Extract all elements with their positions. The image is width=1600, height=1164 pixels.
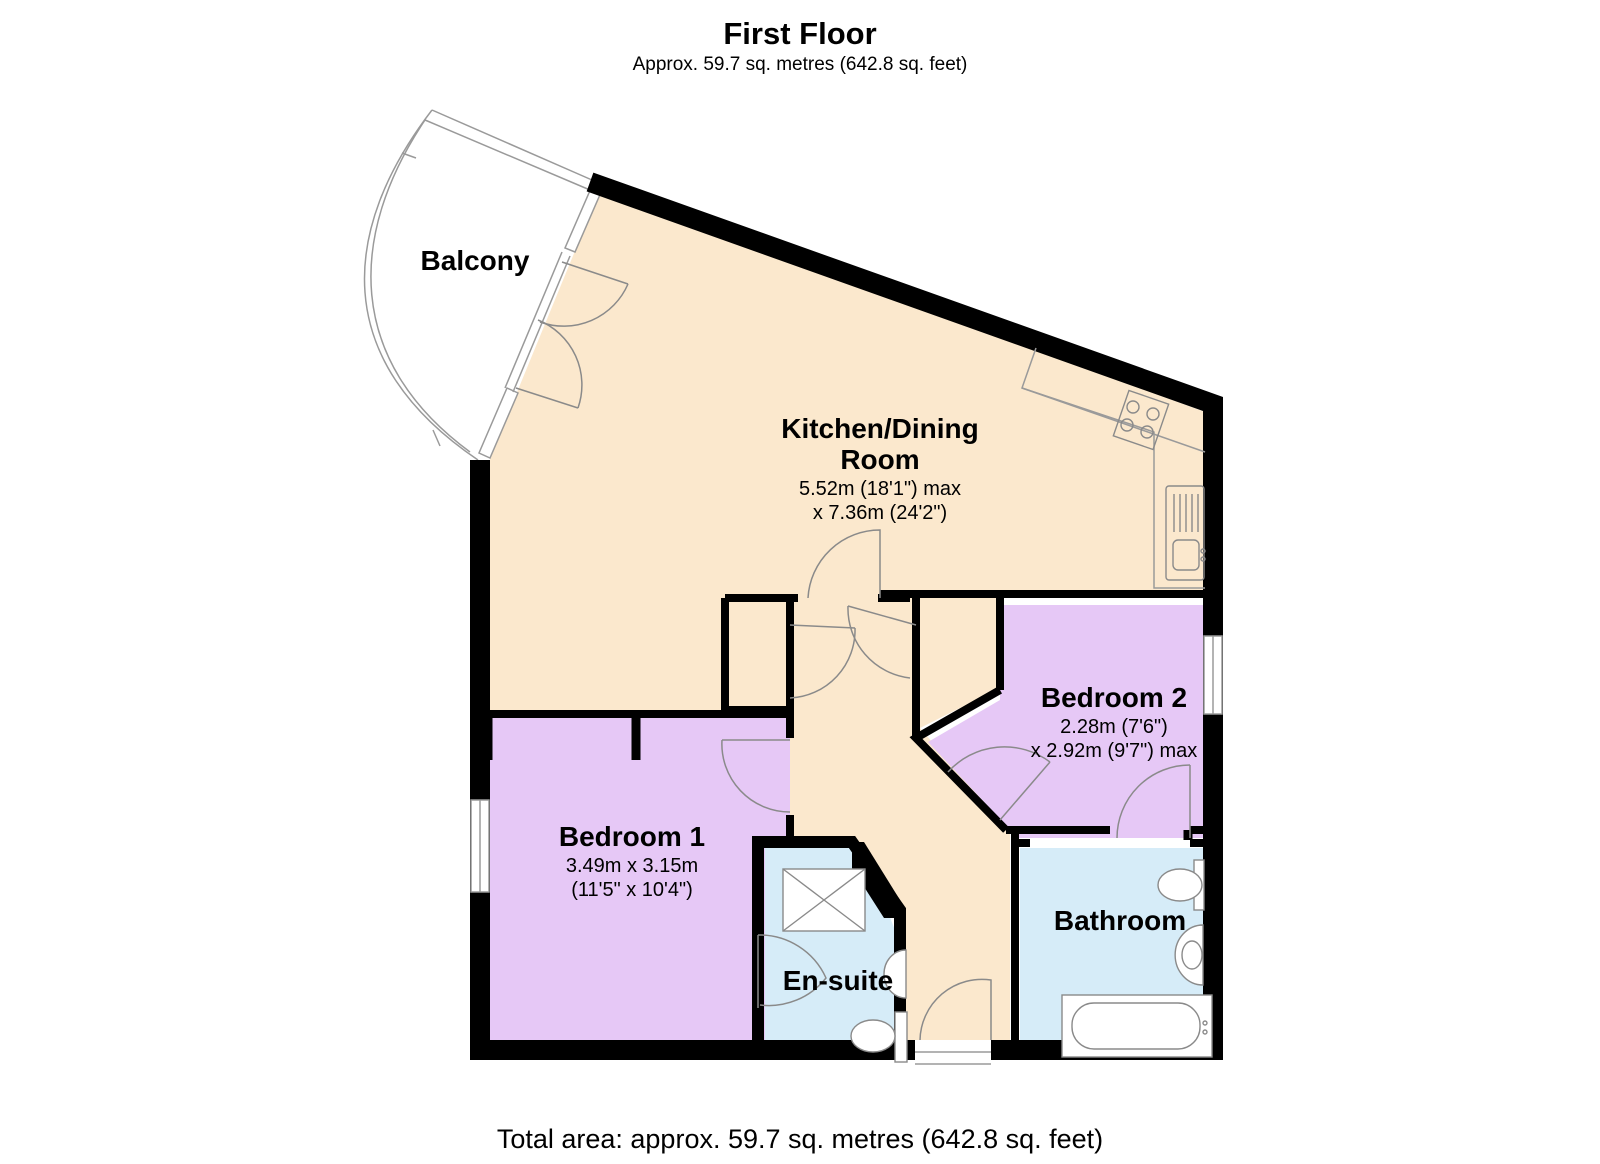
bathroom-label: Bathroom [1054, 905, 1186, 936]
plan-title: First Floor [723, 16, 877, 51]
bathtub-icon [1061, 994, 1213, 1058]
total-area: Total area: approx. 59.7 sq. metres (642… [496, 1124, 1104, 1154]
balcony-glazing [478, 185, 603, 459]
plan-subtitle: Approx. 59.7 sq. metres (642.8 sq. feet) [632, 54, 968, 75]
balcony-french-doors [515, 261, 629, 409]
bathroom-basin-icon [1174, 924, 1204, 986]
side-windows [470, 635, 1223, 893]
kitchen-dimension-line-2: x 7.36m (24'2") [813, 502, 947, 524]
bedroom-2-label: Bedroom 2 [1041, 682, 1187, 713]
kitchen-units [1021, 347, 1206, 589]
hob-icon [1112, 389, 1170, 451]
bedroom-1-floor [490, 718, 790, 1040]
internal-walls [484, 590, 1205, 1046]
kitchen-dimension-line-1: 5.52m (18'1") max [799, 478, 961, 500]
bedroom-1-dimension-line-1: 3.49m x 3.15m [566, 855, 698, 877]
kitchen-dining-room-floor [490, 190, 1205, 710]
bedroom-1-dimension-line-2: (11'5" x 10'4") [571, 879, 693, 901]
ensuite-toilet-icon [850, 1011, 908, 1063]
bedroom-1-label: Bedroom 1 [559, 821, 705, 852]
wall-stubs [483, 716, 1193, 840]
ensuite-duct [852, 842, 900, 918]
bedroom-2-dimension-line-2: x 2.92m (9'7") max [1031, 740, 1198, 762]
front-door [915, 978, 992, 1065]
internal-doors [721, 529, 1191, 1008]
balcony-label: Balcony [421, 245, 530, 276]
kitchen-name-line-2: Room [840, 444, 919, 475]
kitchen-sink-icon [1165, 485, 1206, 581]
ensuite-label: En-suite [783, 965, 893, 996]
bedroom-2-dimension-line-1: 2.28m (7'6") [1060, 716, 1168, 738]
shower-tray-icon [782, 868, 866, 932]
kitchen-name-line-1: Kitchen/Dining [781, 413, 979, 444]
hallway-floor [725, 598, 1010, 1040]
bathroom-toilet-icon [1157, 859, 1205, 911]
ensuite-basin-icon [883, 949, 907, 999]
bathroom-floor [1020, 848, 1205, 1040]
balcony-outline [363, 109, 593, 461]
bedroom-2-floor [928, 605, 1205, 838]
